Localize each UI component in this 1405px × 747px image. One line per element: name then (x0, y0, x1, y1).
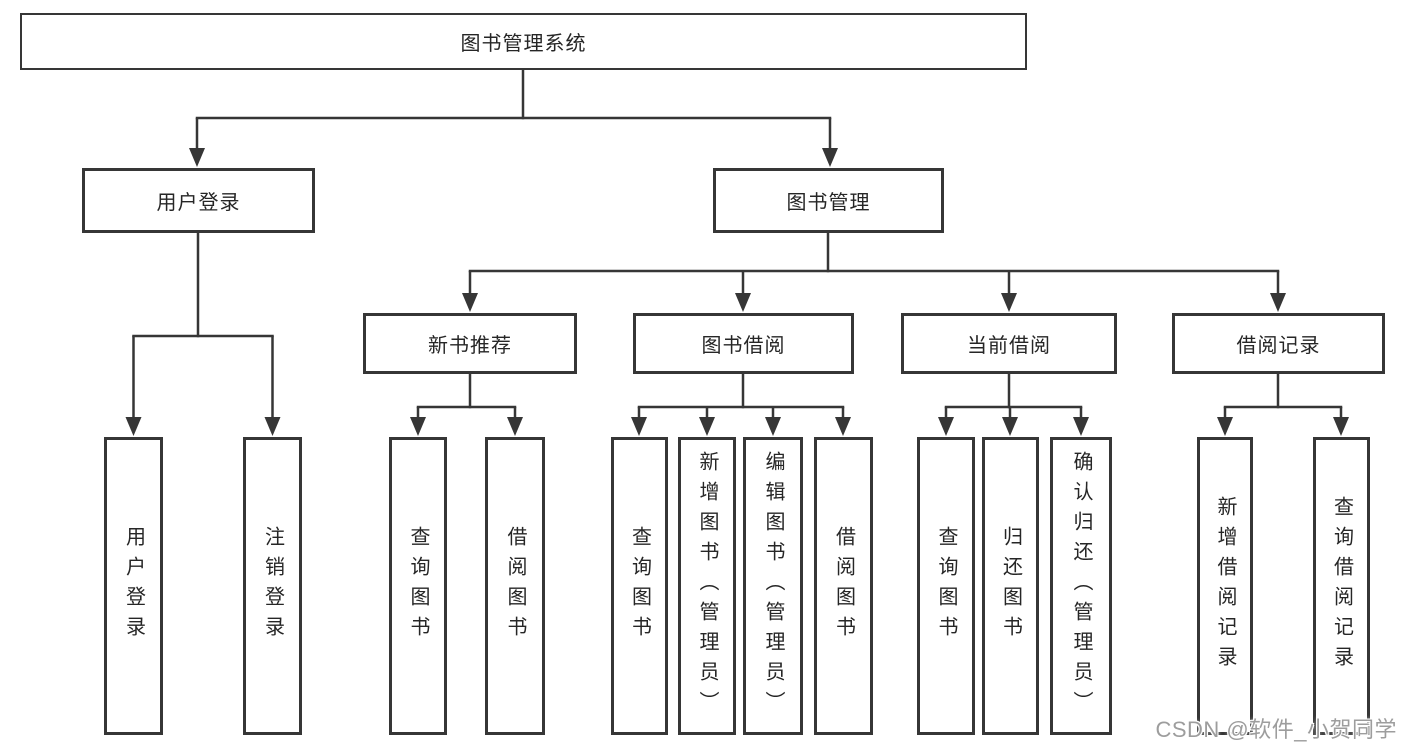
node-book-borrowing: 图书借阅 (633, 313, 854, 374)
node-user-login-branch: 用户登录 (82, 168, 315, 233)
leaf-current-confirm-return-admin: 确认归还（管理员） (1050, 437, 1112, 735)
leaf-recommend-borrow-books-label: 借阅图书 (504, 526, 526, 646)
leaf-records-add-record: 新增借阅记录 (1197, 437, 1253, 735)
leaf-borrow-edit-books-admin: 编辑图书（管理员） (743, 437, 803, 735)
leaf-current-query-books-label: 查询图书 (935, 526, 957, 646)
leaf-borrow-query-books-label: 查询图书 (628, 526, 651, 646)
leaf-recommend-query-books: 查询图书 (389, 437, 447, 735)
leaf-current-query-books: 查询图书 (917, 437, 975, 735)
leaf-user-login-label: 用户登录 (122, 526, 145, 646)
node-borrowing-records: 借阅记录 (1172, 313, 1385, 374)
leaf-current-confirm-return-admin-label: 确认归还（管理员） (1070, 451, 1092, 721)
leaf-recommend-borrow-books: 借阅图书 (485, 437, 545, 735)
leaf-logout: 注销登录 (243, 437, 302, 735)
node-current-borrowing: 当前借阅 (901, 313, 1117, 374)
leaf-current-return-books-label: 归还图书 (999, 526, 1022, 646)
leaf-records-query-record: 查询借阅记录 (1313, 437, 1370, 735)
leaf-user-login: 用户登录 (104, 437, 163, 735)
leaf-records-query-record-label: 查询借阅记录 (1330, 496, 1353, 676)
node-library-management-system: 图书管理系统 (20, 13, 1027, 70)
leaf-current-return-books: 归还图书 (982, 437, 1039, 735)
leaf-borrow-edit-books-admin-label: 编辑图书（管理员） (762, 451, 784, 721)
leaf-borrow-add-books-admin: 新增图书（管理员） (678, 437, 736, 735)
leaf-borrow-query-books: 查询图书 (611, 437, 668, 735)
leaf-recommend-query-books-label: 查询图书 (407, 526, 429, 646)
node-book-management-branch: 图书管理 (713, 168, 944, 233)
leaf-logout-label: 注销登录 (261, 526, 284, 646)
node-new-book-recommendation: 新书推荐 (363, 313, 577, 374)
leaf-borrow-borrow-books: 借阅图书 (814, 437, 873, 735)
leaf-borrow-borrow-books-label: 借阅图书 (832, 526, 855, 646)
leaf-borrow-add-books-admin-label: 新增图书（管理员） (696, 451, 718, 721)
leaf-records-add-record-label: 新增借阅记录 (1214, 496, 1236, 676)
